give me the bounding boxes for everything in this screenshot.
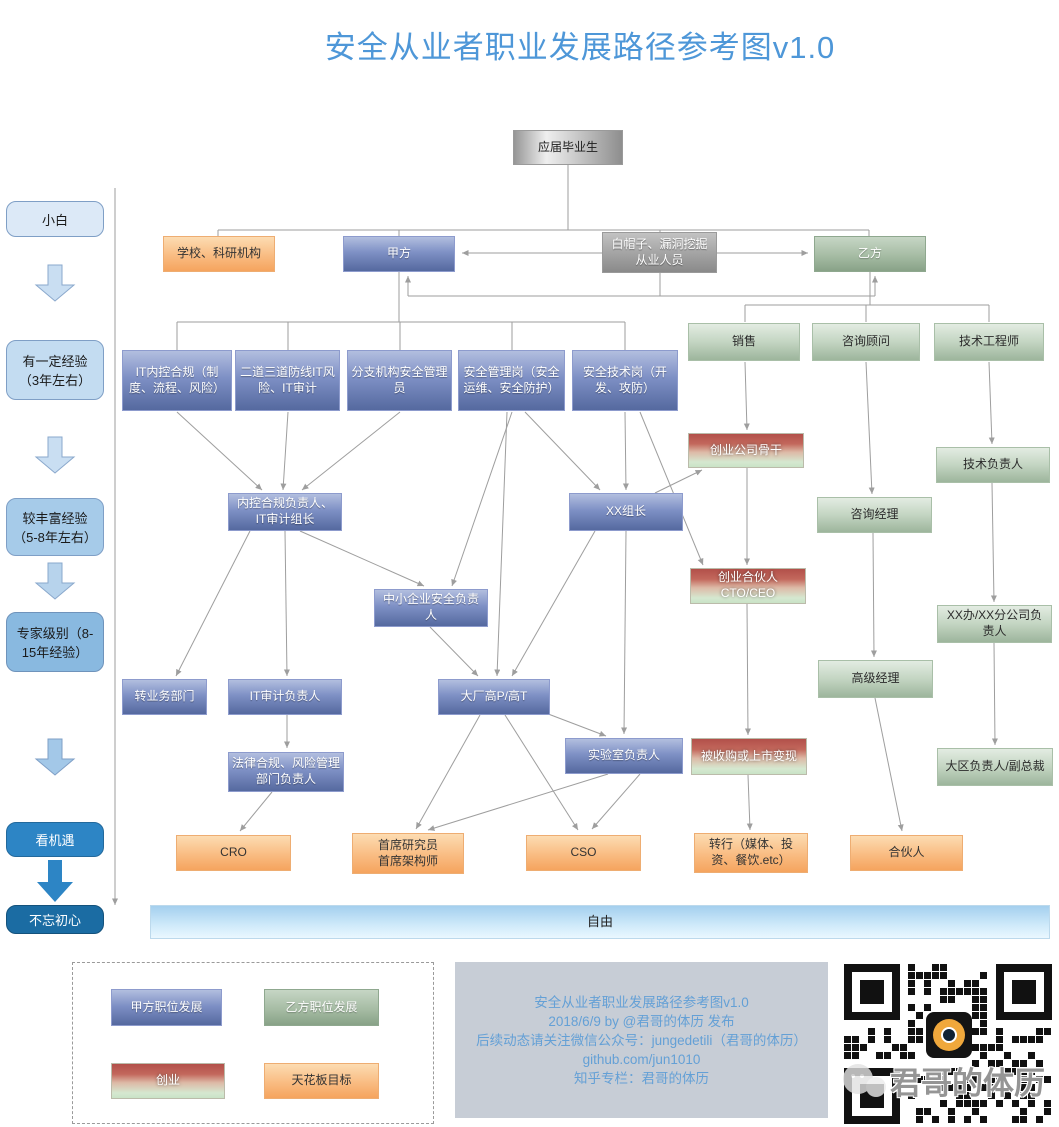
info-line-github: github.com/jun1010 — [582, 1051, 701, 1067]
qr-logo-icon — [926, 1012, 972, 1058]
node-to-business[interactable]: 转业务部门 — [122, 679, 207, 715]
node-sec-mgmt[interactable]: 安全管理岗（安全运维、安全防护） — [458, 350, 565, 411]
legend-ceiling-goal: 天花板目标 — [264, 1063, 379, 1099]
node-region-lead[interactable]: 大区负责人/副总裁 — [937, 748, 1053, 786]
node-sec-tech[interactable]: 安全技术岗（开发、攻防） — [572, 350, 678, 411]
node-career-change[interactable]: 转行（媒体、投资、餐饮.etc） — [694, 833, 808, 873]
down-arrow-icon — [34, 562, 76, 600]
node-freedom-bar: 自由 — [150, 905, 1050, 939]
node-it-audit-lead[interactable]: IT审计负责人 — [228, 679, 342, 715]
info-line-wechat: 后续动态请关注微信公众号：jungedetili（君哥的体历） — [476, 1032, 807, 1048]
chat-bubble-icon — [843, 1064, 886, 1097]
node-cso[interactable]: CSO — [526, 835, 641, 871]
node-party-a[interactable]: 甲方 — [343, 236, 455, 272]
legend-box: 甲方职位发展 乙方职位发展 创业 天花板目标 — [72, 962, 434, 1124]
node-branch-lead[interactable]: XX办/XX分公司负责人 — [937, 605, 1052, 643]
node-defense-lines[interactable]: 二道三道防线IT风险、IT审计 — [235, 350, 340, 411]
node-chief-researcher[interactable]: 首席研究员 首席架构师 — [352, 833, 464, 874]
node-branch-admin[interactable]: 分支机构安全管理员 — [347, 350, 452, 411]
info-line-date: 2018/6/9 by @君哥的体历 发布 — [548, 1013, 735, 1029]
stage-original-intent[interactable]: 不忘初心 — [6, 905, 104, 934]
node-compliance-lead[interactable]: 内控合规负责人、IT审计组长 — [228, 493, 342, 531]
watermark-text: 君哥的体历 — [890, 1065, 1045, 1101]
down-arrow-icon — [34, 264, 76, 302]
page-title: 安全从业者职业发展路径参考图v1.0 — [324, 30, 836, 65]
down-arrow-icon — [34, 436, 76, 474]
node-sales[interactable]: 销售 — [688, 323, 800, 361]
node-tech-lead[interactable]: 技术负责人 — [936, 447, 1050, 483]
stage-expert[interactable]: 专家级别（8-15年经验） — [6, 612, 104, 672]
node-sme-sec-lead[interactable]: 中小企业安全负责人 — [374, 589, 488, 627]
node-lab-lead[interactable]: 实验室负责人 — [565, 738, 683, 774]
stage-some-experience[interactable]: 有一定经验（3年左右） — [6, 340, 104, 400]
stage-rich-experience[interactable]: 较丰富经验（5-8年左右） — [6, 498, 104, 556]
node-bigco-highp[interactable]: 大厂高P/高T — [438, 679, 550, 715]
node-senior-mgr[interactable]: 高级经理 — [818, 660, 933, 698]
node-team-lead[interactable]: XX组长 — [569, 493, 683, 531]
info-line-title: 安全从业者职业发展路径参考图v1.0 — [534, 994, 749, 1010]
node-consult-mgr[interactable]: 咨询经理 — [817, 497, 932, 533]
down-arrow-icon — [37, 860, 73, 902]
info-line-zhihu: 知乎专栏：君哥的体历 — [574, 1070, 709, 1086]
node-it-compliance[interactable]: IT内控合规（制度、流程、风险） — [122, 350, 232, 411]
stage-beginner[interactable]: 小白 — [6, 201, 104, 237]
node-startup-partner[interactable]: 创业合伙人CTO/CEO — [690, 568, 806, 604]
watermark: 君哥的体历 — [838, 1052, 1059, 1108]
stage-opportunity[interactable]: 看机遇 — [6, 822, 104, 857]
node-party-b[interactable]: 乙方 — [814, 236, 926, 272]
node-white-hat[interactable]: 白帽子、漏洞挖掘从业人员 — [602, 232, 717, 273]
legend-startup: 创业 — [111, 1063, 225, 1099]
legend-party-a-career: 甲方职位发展 — [111, 989, 222, 1026]
node-acquired-ipo[interactable]: 被收购或上市变现 — [691, 738, 807, 775]
node-cro[interactable]: CRO — [176, 835, 291, 871]
node-legal-risk-lead[interactable]: 法律合规、风险管理部门负责人 — [228, 752, 344, 792]
info-box: 安全从业者职业发展路径参考图v1.0 2018/6/9 by @君哥的体历 发布… — [455, 962, 828, 1118]
node-startup-backbone[interactable]: 创业公司骨干 — [688, 433, 804, 468]
node-graduate[interactable]: 应届毕业生 — [513, 130, 623, 165]
down-arrow-icon — [34, 738, 76, 776]
node-tech-engineer[interactable]: 技术工程师 — [934, 323, 1044, 361]
node-school[interactable]: 学校、科研机构 — [163, 236, 275, 272]
node-partner[interactable]: 合伙人 — [850, 835, 963, 871]
node-consultant[interactable]: 咨询顾问 — [812, 323, 920, 361]
legend-party-b-career: 乙方职位发展 — [264, 989, 379, 1026]
